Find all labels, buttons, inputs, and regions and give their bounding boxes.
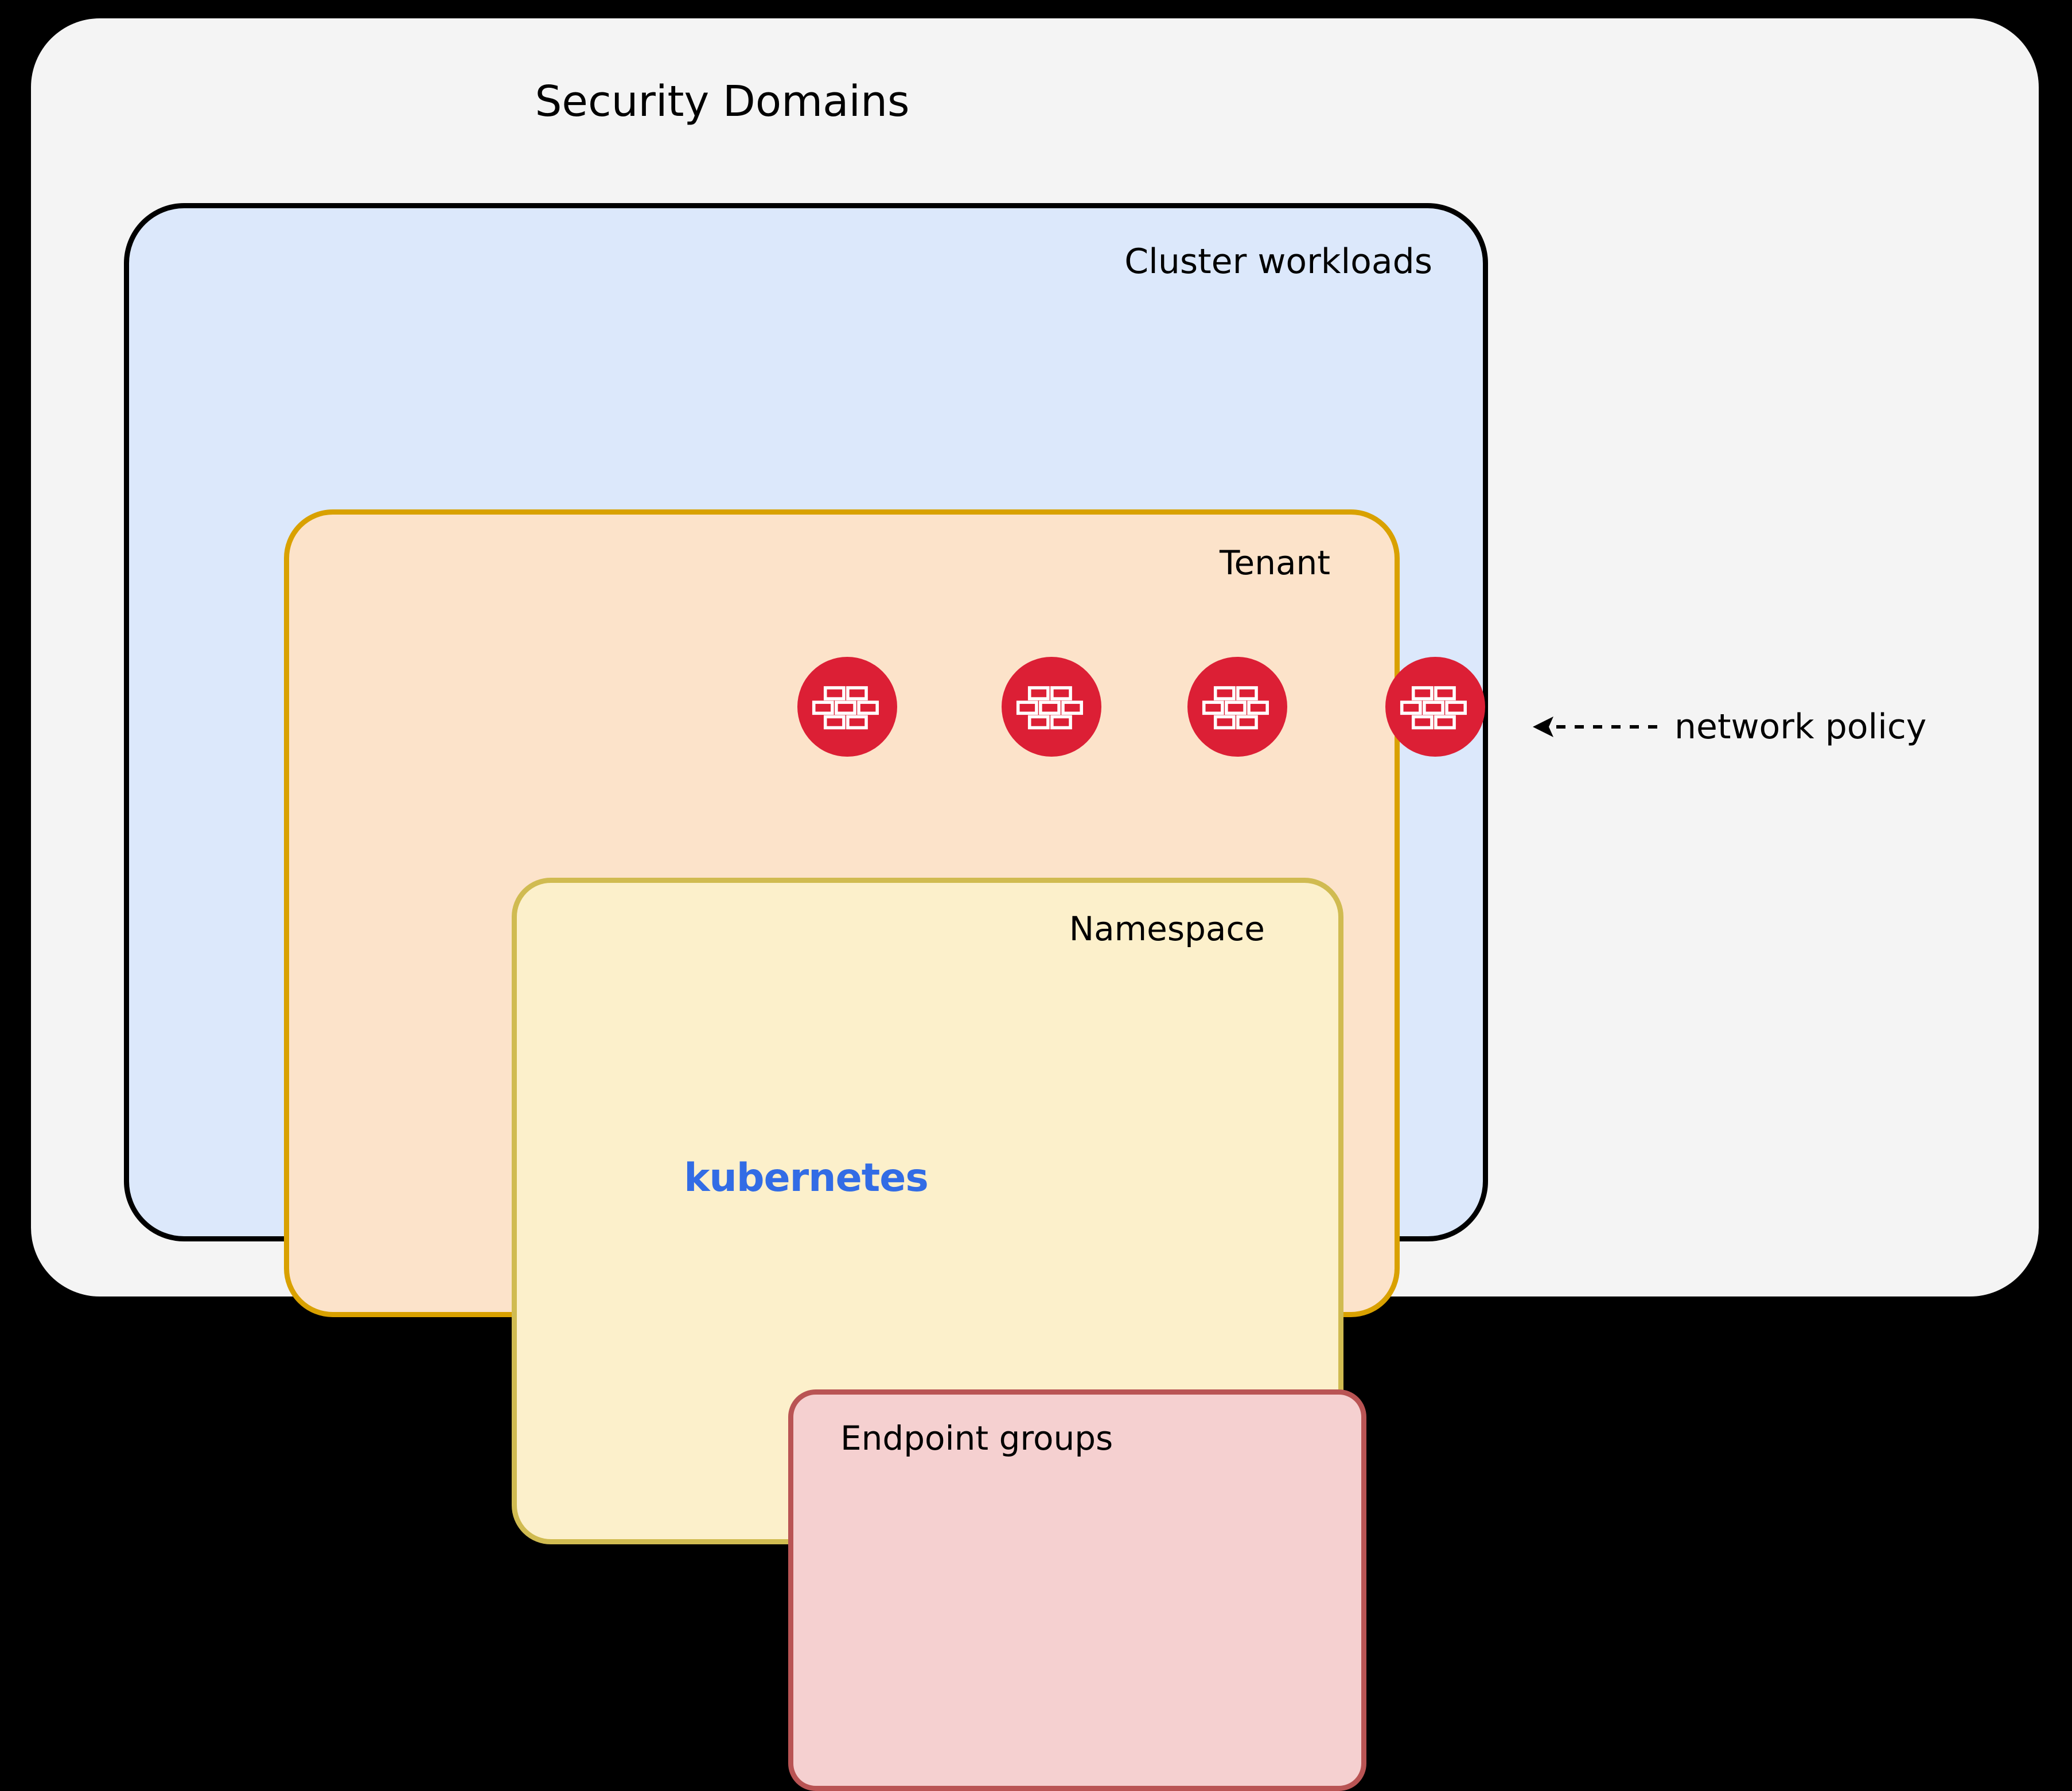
kubernetes-wordmark: kubernetes [684,1155,929,1201]
layer-label-endpoint-groups: Endpoint groups [840,1419,1113,1458]
layer-label-namespace: Namespace [1069,909,1265,948]
security-domains-panel: Security Domains Cluster workloads Tenan… [31,18,2039,1791]
layer-namespace[interactable]: Namespace Endpoint groups [512,878,1366,1791]
layer-endpoint-groups[interactable]: Endpoint groups [788,1389,1366,1791]
firewall-brick-icon[interactable] [797,657,897,757]
network-policy-label: network policy [1674,707,1927,747]
page-title: Security Domains [535,77,910,126]
layer-label-tenant: Tenant [1219,543,1330,582]
firewall-brick-icon[interactable] [1385,657,1485,757]
firewall-brick-icon[interactable] [1187,657,1287,757]
network-policy-callout: network policy [1528,701,2044,753]
diagram-canvas: Security Domains Cluster workloads Tenan… [31,18,2039,1791]
dashed-arrow-icon [1533,717,1657,737]
firewall-brick-icon[interactable] [1002,657,1101,757]
layer-label-cluster-workloads: Cluster workloads [1124,242,1432,282]
